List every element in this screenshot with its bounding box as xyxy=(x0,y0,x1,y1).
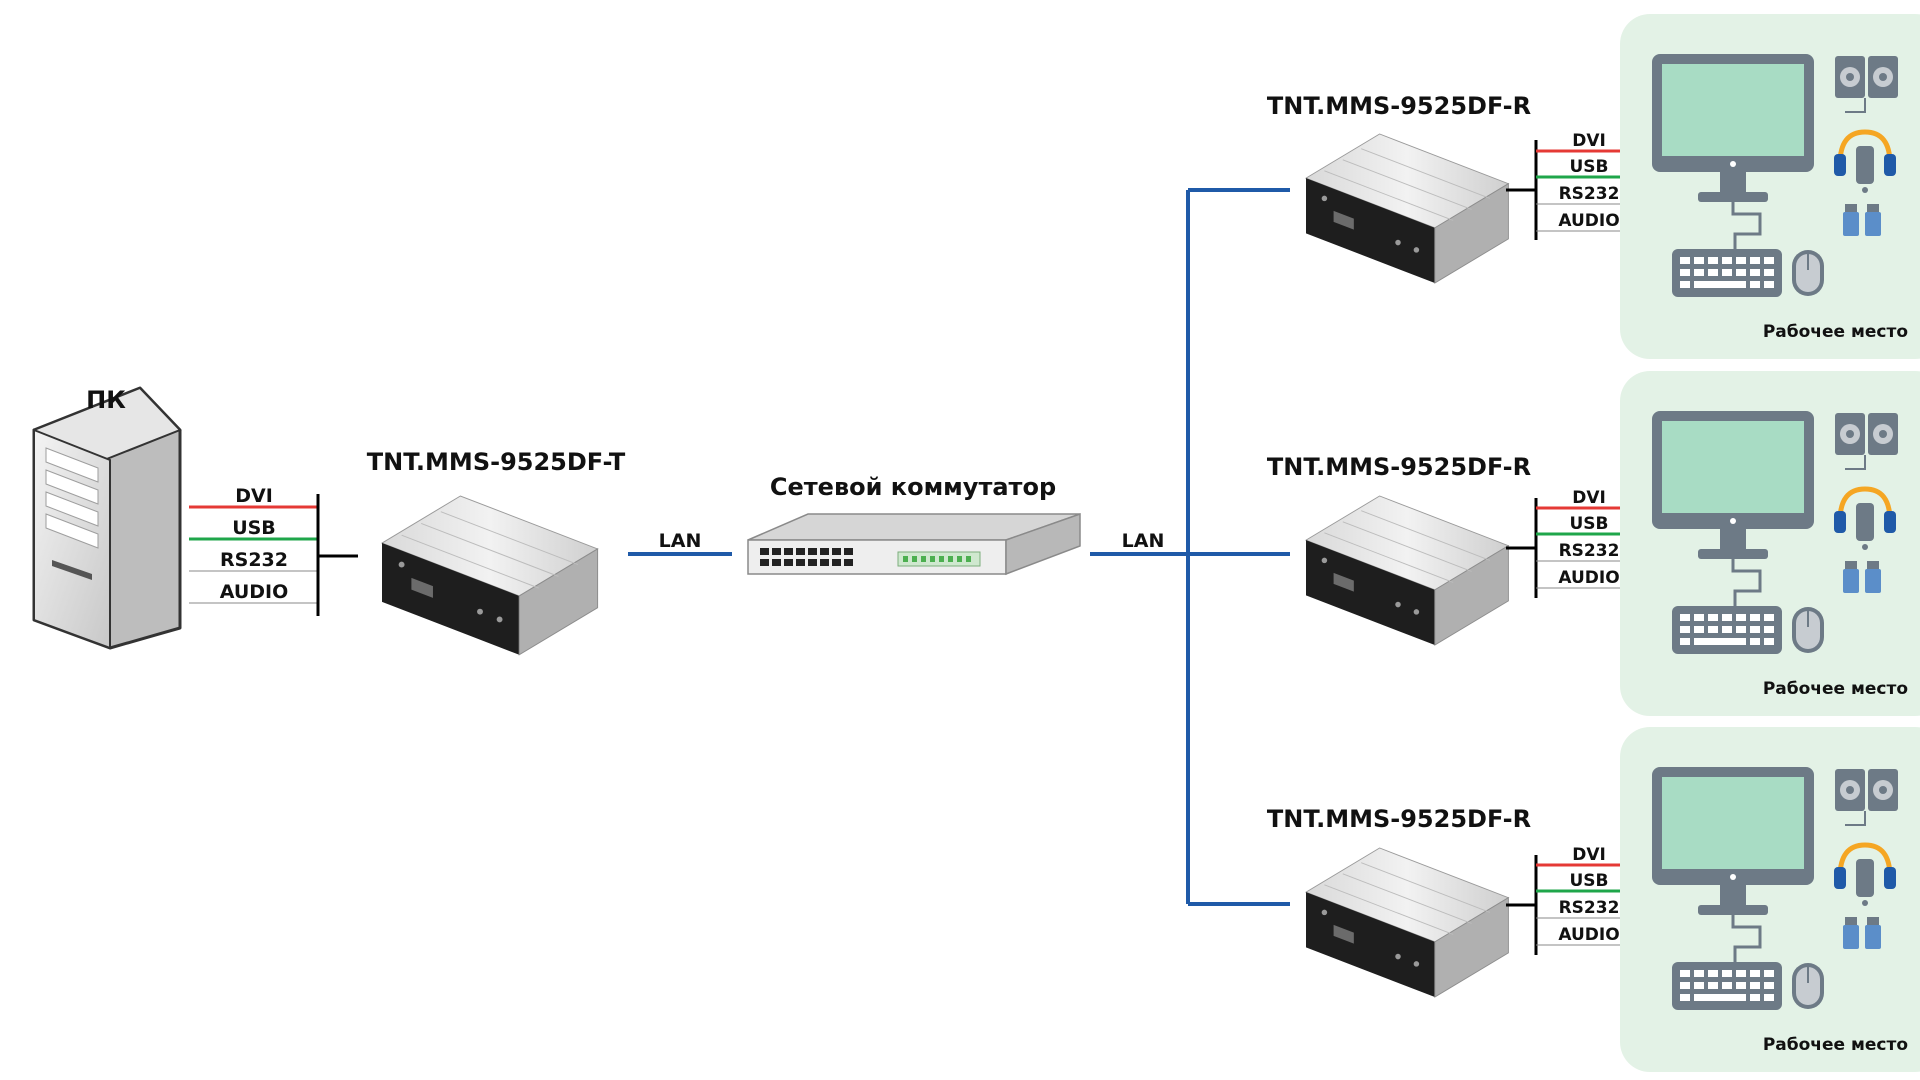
receiver-1-signal-bus xyxy=(1506,140,1644,240)
transmitter-label: TNT.MMS-9525DF-T xyxy=(367,448,626,476)
receiver-1-signal-audio: AUDIO xyxy=(1558,211,1619,231)
receiver-2-signal-dvi: DVI xyxy=(1572,488,1606,508)
workspace-2-label: Рабочее место xyxy=(1763,679,1908,699)
receiver-2-label: TNT.MMS-9525DF-R xyxy=(1267,453,1531,481)
transmitter-device xyxy=(381,495,599,656)
network-switch-icon xyxy=(747,512,1081,576)
pc-tower-icon xyxy=(32,386,182,650)
receiver-2-signal-usb: USB xyxy=(1569,514,1608,534)
receiver-3-signal-rs232: RS232 xyxy=(1559,898,1620,918)
receiver-2-signal-rs232: RS232 xyxy=(1559,541,1620,561)
pc-signal-dvi: DVI xyxy=(235,485,273,507)
receiver-1-label: TNT.MMS-9525DF-R xyxy=(1267,92,1531,120)
pc-signal-rs232: RS232 xyxy=(220,549,288,571)
pc-signal-bus xyxy=(189,494,358,616)
receiver-3-label: TNT.MMS-9525DF-R xyxy=(1267,805,1531,833)
receiver-1-signal-dvi: DVI xyxy=(1572,131,1606,151)
receiver-3-device xyxy=(1305,847,1509,998)
lan-left-label: LAN xyxy=(659,530,702,552)
workspace-3-label: Рабочее место xyxy=(1763,1035,1908,1055)
receiver-1-device xyxy=(1305,133,1509,284)
pc-signal-usb: USB xyxy=(232,517,276,539)
receiver-3-signal-audio: AUDIO xyxy=(1558,925,1619,945)
workspace-1-icon xyxy=(1620,14,1920,359)
workspace-1-label: Рабочее место xyxy=(1763,322,1908,342)
pc-signal-audio: AUDIO xyxy=(220,581,289,603)
receiver-3-signal-usb: USB xyxy=(1569,871,1608,891)
workspace-3-icon xyxy=(1620,727,1920,1072)
lan-tree xyxy=(1090,188,1290,906)
receiver-2-device xyxy=(1305,495,1509,646)
receiver-1-signal-usb: USB xyxy=(1569,157,1608,177)
receiver-3-signal-dvi: DVI xyxy=(1572,845,1606,865)
lan-right-label: LAN xyxy=(1122,530,1165,552)
receiver-2-signal-audio: AUDIO xyxy=(1558,568,1619,588)
switch-label: Сетевой коммутатор xyxy=(770,473,1056,501)
pc-label: ПК xyxy=(86,386,126,414)
receiver-1-signal-rs232: RS232 xyxy=(1559,184,1620,204)
workspace-2-icon xyxy=(1620,371,1920,716)
